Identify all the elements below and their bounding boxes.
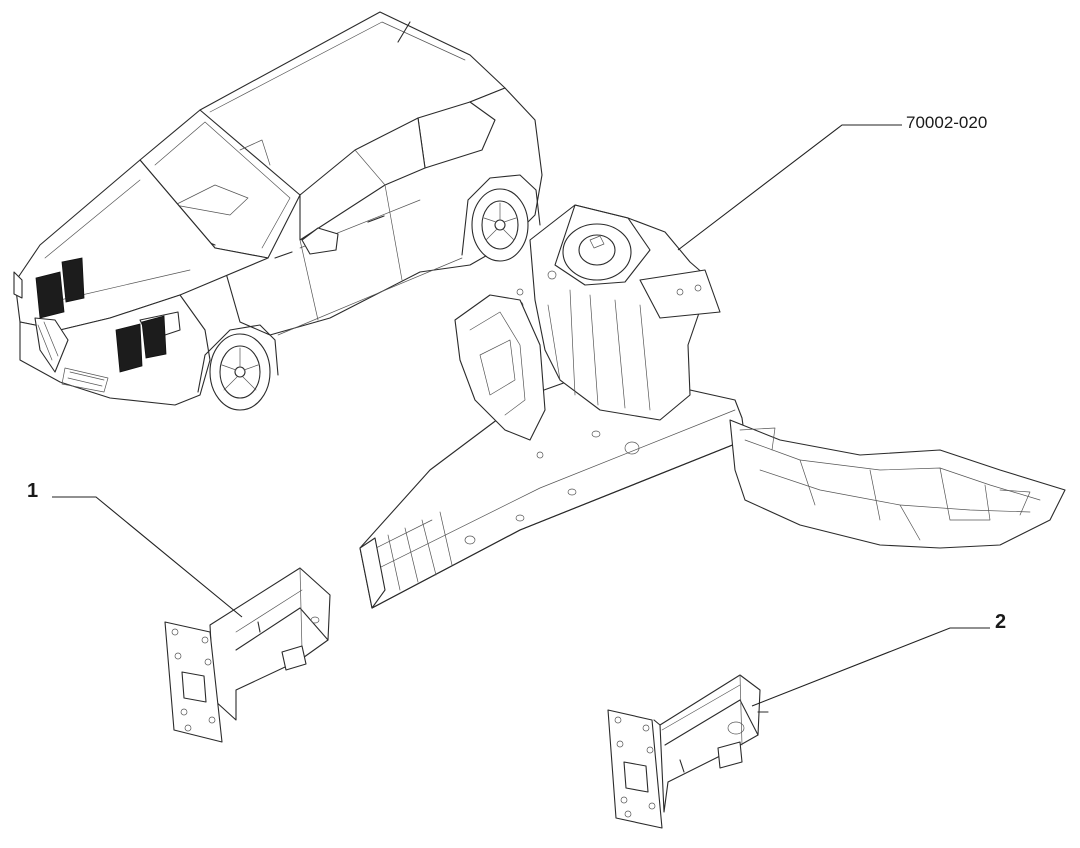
part-1-callout: 1 bbox=[27, 480, 39, 502]
car-illustration bbox=[13, 11, 543, 411]
leader-line-part-1 bbox=[52, 496, 243, 618]
leader-line-assembly bbox=[677, 124, 902, 251]
leader-line-part-2 bbox=[751, 627, 990, 707]
rail-assembly-illustration bbox=[359, 204, 1066, 609]
part-1-illustration bbox=[164, 567, 331, 743]
part-2-illustration bbox=[607, 674, 769, 829]
part-2-callout: 2 bbox=[995, 611, 1007, 633]
assembly-reference-label: 70002-020 bbox=[906, 113, 988, 132]
